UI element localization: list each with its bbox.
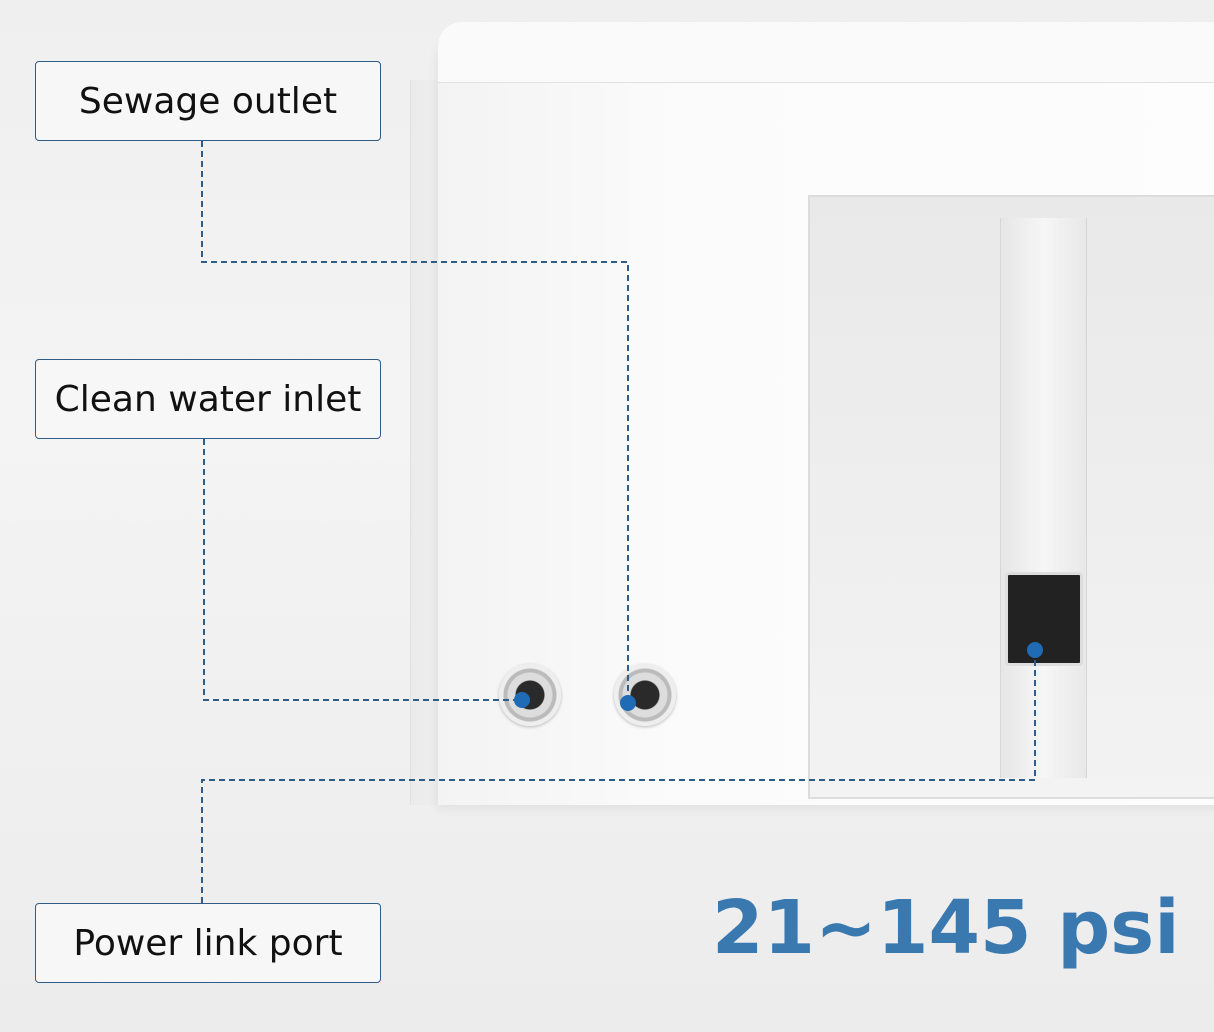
sewage-outlet-port (614, 664, 676, 726)
sewage-outlet-dot (620, 695, 636, 711)
power-link-connector (1005, 572, 1083, 666)
callout-sewage-outlet: Sewage outlet (35, 61, 381, 141)
docking-channel (1000, 218, 1087, 778)
callout-clean-water-inlet: Clean water inlet (35, 359, 381, 439)
power-link-line (201, 650, 1036, 903)
sewage-outlet-line (201, 141, 629, 703)
device-lid (438, 22, 1214, 83)
clean-water-inlet-port (499, 664, 561, 726)
power-link-dot (1027, 642, 1043, 658)
clean-water-inlet-line (203, 439, 522, 701)
clean-water-inlet-dot (514, 692, 530, 708)
callout-power-link-port: Power link port (35, 903, 381, 983)
pressure-range-text: 21~145 psi (712, 885, 1180, 971)
